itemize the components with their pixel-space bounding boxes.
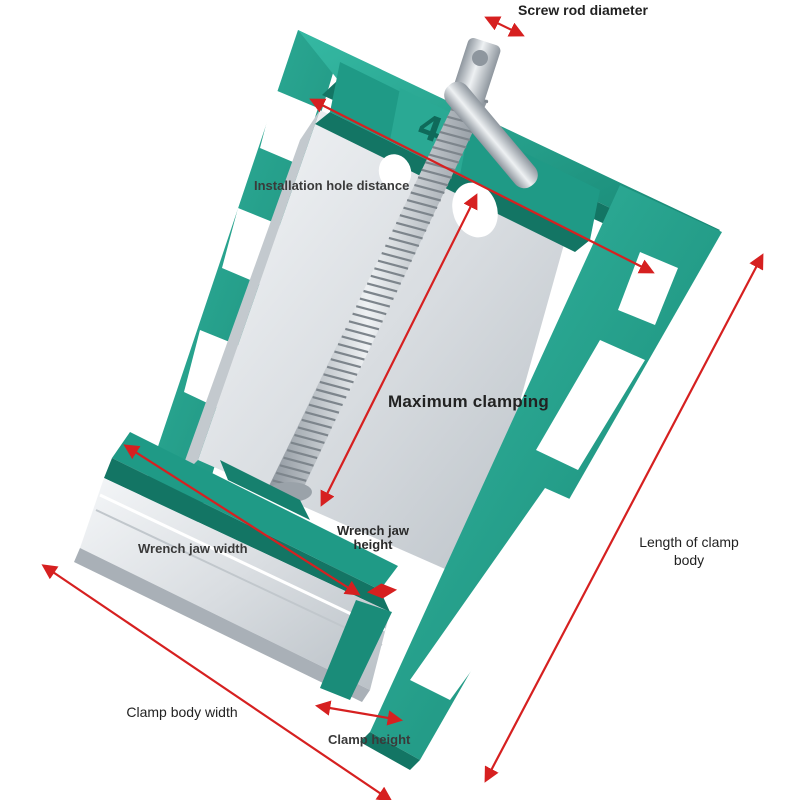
label-length-of-clamp-body: Length of clamp body [639,534,739,568]
label-wrench-jaw-height: Wrench jaw height [336,523,409,553]
clamp-body-length-arrow [484,253,764,783]
label-installation-hole-distance: Installation hole distance [254,178,410,193]
label-clamp-body-width: Clamp body width [126,704,238,720]
clamp-height-arrow [314,700,404,726]
screw-rod-diameter-arrow [484,16,525,37]
screw-thread [294,433,325,445]
dimension-lines [41,16,764,800]
label-maximum-clamping: Maximum clamping [388,392,549,411]
label-screw-rod-diameter: Screw rod diameter [518,2,648,18]
installation-hole-arrow [309,98,655,274]
clamp-body-width-arrow [41,564,393,800]
label-clamp-height: Clamp height [328,732,411,747]
label-wrench-jaw-width: Wrench jaw width [138,541,248,556]
